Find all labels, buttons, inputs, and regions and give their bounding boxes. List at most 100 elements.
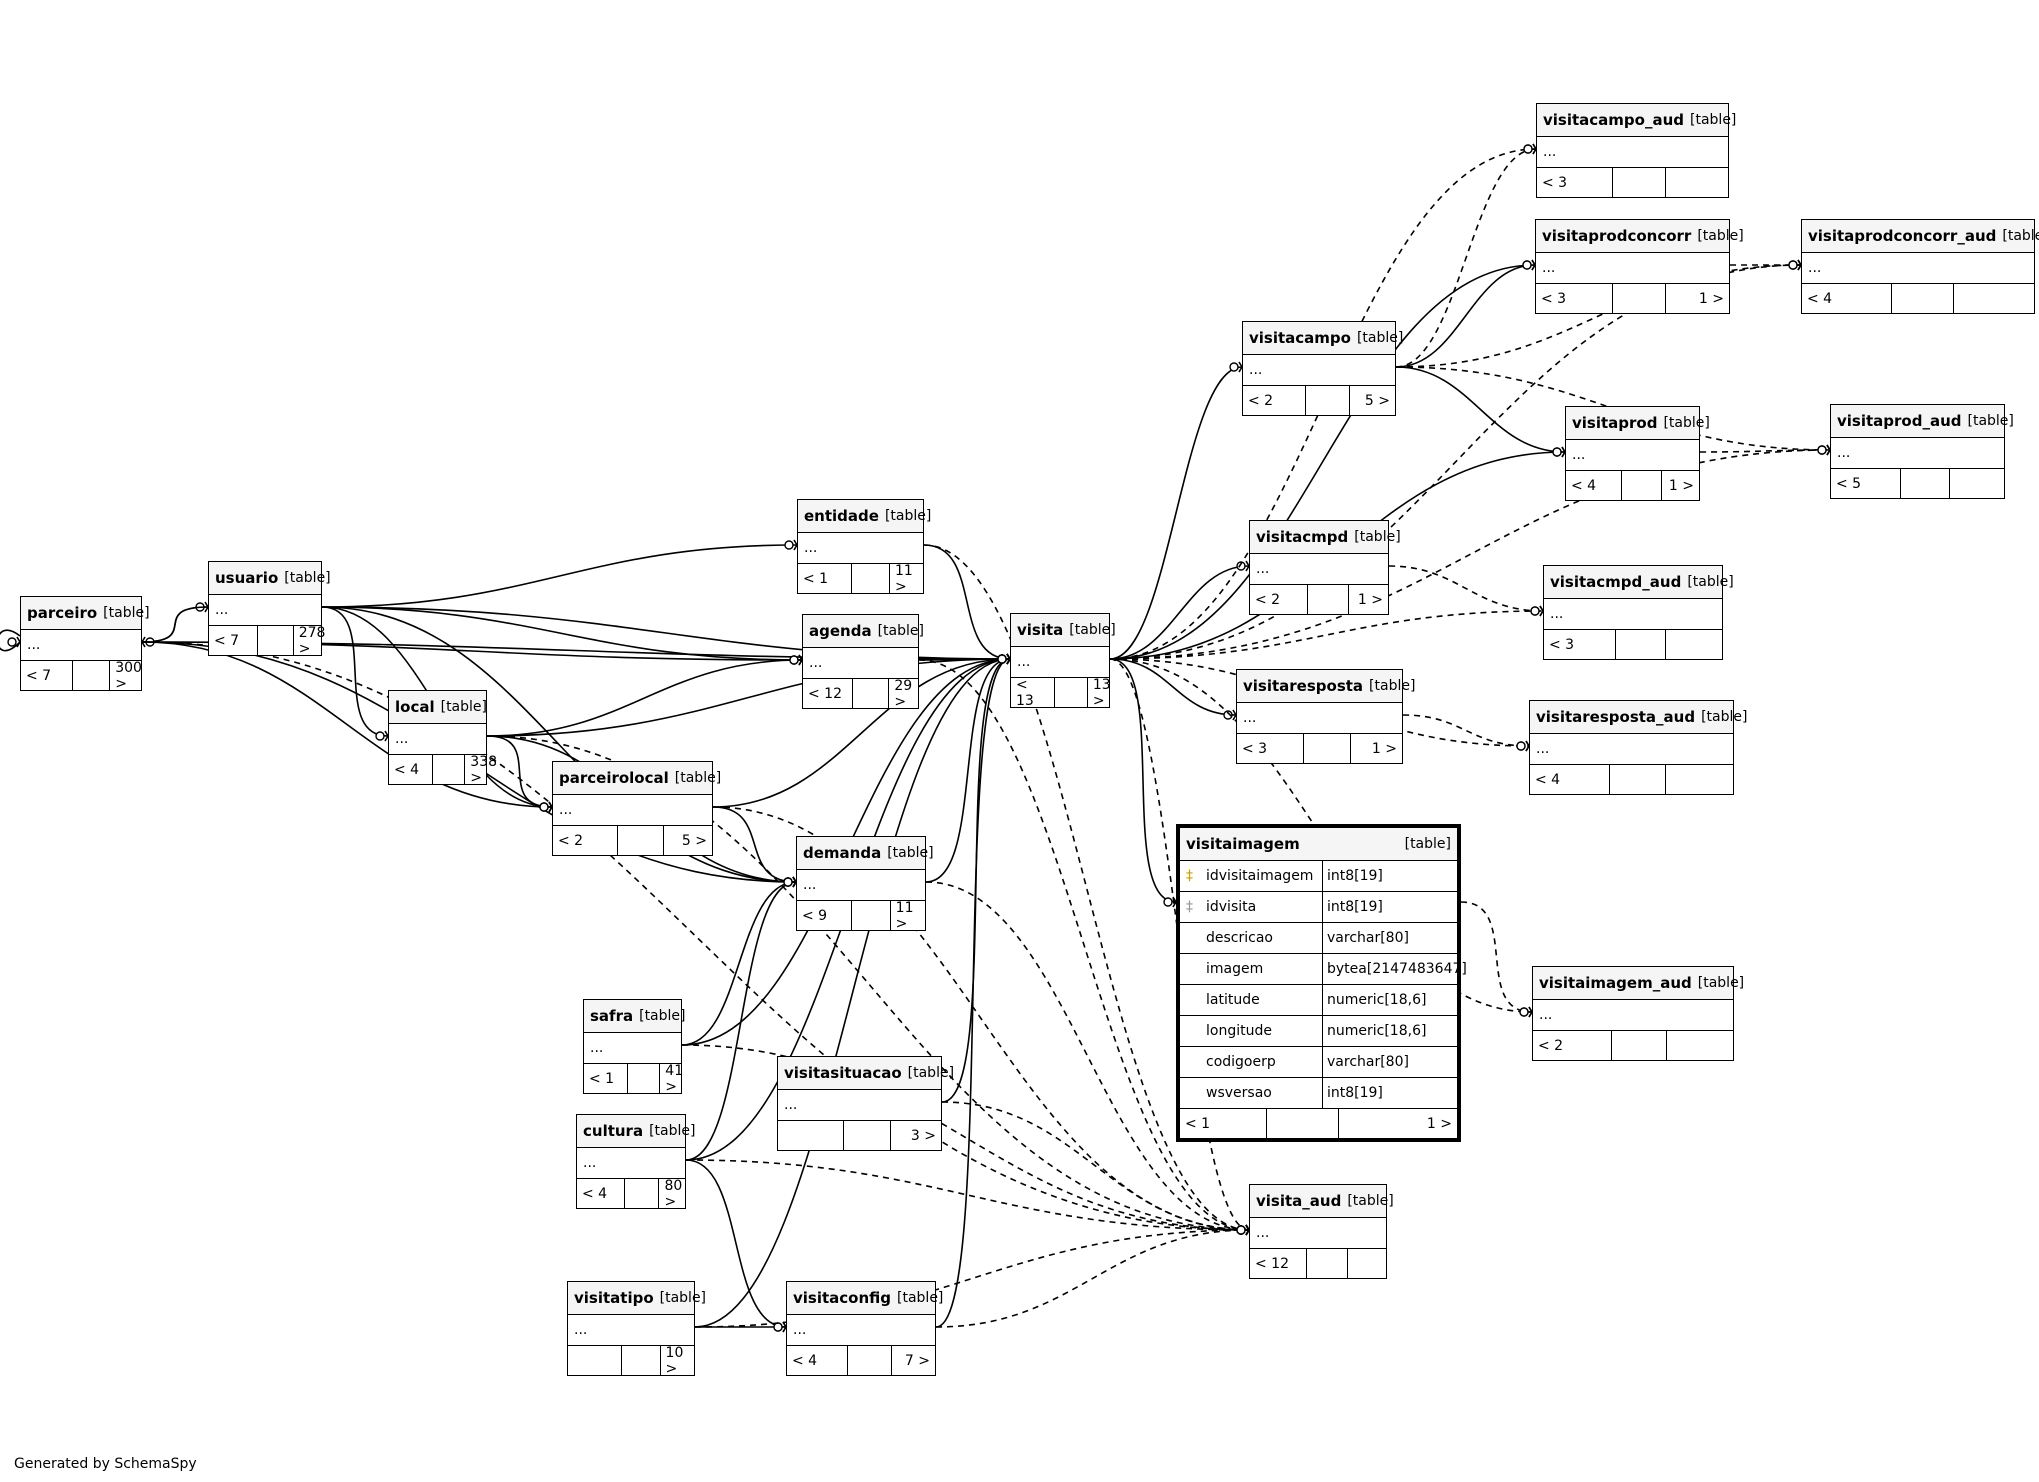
table-name[interactable]: visitaprod: [1572, 414, 1658, 432]
children-count[interactable]: 41 >: [665, 1062, 684, 1095]
table-name[interactable]: visitatipo: [574, 1289, 654, 1307]
collapsed-columns[interactable]: ...: [209, 595, 321, 626]
collapsed-columns[interactable]: ...: [1831, 438, 2004, 469]
collapsed-columns[interactable]: ...: [389, 724, 486, 755]
collapsed-columns[interactable]: ...: [787, 1315, 935, 1346]
table-visitaprod-aud[interactable]: visitaprod_aud[table]...< 5: [1830, 404, 2014, 499]
parents-count[interactable]: < 1: [798, 564, 852, 593]
table-name[interactable]: parceirolocal: [559, 769, 669, 787]
children-count[interactable]: 11 >: [895, 562, 913, 595]
children-count[interactable]: 5 >: [1364, 392, 1390, 409]
children-count[interactable]: [1666, 630, 1722, 659]
children-count[interactable]: 1 >: [1357, 591, 1383, 608]
collapsed-columns[interactable]: ...: [1250, 554, 1388, 585]
table-name[interactable]: visitacmpd: [1256, 528, 1349, 546]
parents-count[interactable]: < 3: [1544, 630, 1616, 659]
parents-count[interactable]: < 3: [1536, 284, 1613, 313]
parents-count[interactable]: [778, 1121, 845, 1150]
collapsed-columns[interactable]: ...: [1530, 734, 1733, 765]
table-name[interactable]: visitaresposta: [1243, 677, 1364, 695]
parents-count[interactable]: < 4: [389, 755, 433, 784]
children-count[interactable]: 278 >: [298, 624, 326, 657]
collapsed-columns[interactable]: ...: [1011, 647, 1109, 678]
children-count[interactable]: 29 >: [894, 677, 913, 710]
collapsed-columns[interactable]: ...: [1537, 137, 1728, 168]
collapsed-columns[interactable]: ...: [553, 795, 712, 826]
table-name[interactable]: local: [395, 698, 435, 716]
collapsed-columns[interactable]: ...: [1566, 440, 1699, 471]
parents-count[interactable]: [568, 1346, 622, 1375]
parents-count[interactable]: < 5: [1831, 469, 1901, 498]
table-visitacampo-aud[interactable]: visitacampo_aud[table]...< 3: [1536, 103, 1736, 198]
children-count[interactable]: 338 >: [470, 753, 498, 786]
children-count[interactable]: 1 >: [1426, 1115, 1452, 1132]
parents-count[interactable]: < 3: [1537, 168, 1613, 197]
collapsed-columns[interactable]: ...: [577, 1148, 685, 1179]
children-count[interactable]: [1950, 469, 2004, 498]
parents-count[interactable]: < 12: [1250, 1249, 1308, 1278]
parents-count[interactable]: < 1: [1180, 1109, 1267, 1138]
table-name[interactable]: visitaresposta_aud: [1536, 708, 1696, 726]
table-name[interactable]: safra: [590, 1007, 634, 1025]
table-name[interactable]: visitaprodconcorr: [1542, 227, 1692, 245]
children-count[interactable]: 7 >: [904, 1352, 930, 1369]
collapsed-columns[interactable]: ...: [778, 1090, 941, 1121]
children-count[interactable]: 1 >: [1668, 477, 1694, 494]
collapsed-columns[interactable]: ...: [797, 870, 925, 901]
parents-count[interactable]: < 2: [553, 826, 619, 855]
table-name[interactable]: visitacmpd_aud: [1550, 573, 1682, 591]
table-visitaimagem-aud[interactable]: visitaimagem_aud[table]...< 2: [1532, 966, 1744, 1061]
children-count[interactable]: 3 >: [910, 1127, 936, 1144]
parents-count[interactable]: < 4: [1802, 284, 1892, 313]
collapsed-columns[interactable]: ...: [1250, 1218, 1386, 1249]
table-name[interactable]: parceiro: [27, 604, 98, 622]
children-count[interactable]: [1667, 1031, 1733, 1060]
collapsed-columns[interactable]: ...: [1536, 253, 1729, 284]
table-name[interactable]: demanda: [803, 844, 882, 862]
table-name[interactable]: visitaprodconcorr_aud: [1808, 227, 1997, 245]
collapsed-columns[interactable]: ...: [1533, 1000, 1733, 1031]
children-count[interactable]: 1 >: [1371, 740, 1397, 757]
parents-count[interactable]: < 3: [1237, 734, 1305, 763]
parents-count[interactable]: < 4: [1566, 471, 1623, 500]
children-count[interactable]: 11 >: [895, 899, 914, 932]
collapsed-columns[interactable]: ...: [568, 1315, 694, 1346]
table-visitacmpd-aud[interactable]: visitacmpd_aud[table]...< 3: [1543, 565, 1734, 660]
table-name[interactable]: visita: [1017, 621, 1064, 639]
parents-count[interactable]: < 13: [1011, 677, 1056, 709]
children-count[interactable]: 10 >: [665, 1344, 684, 1377]
children-count[interactable]: [1954, 284, 2034, 313]
children-count[interactable]: 5 >: [681, 832, 707, 849]
collapsed-columns[interactable]: ...: [1243, 355, 1395, 386]
parents-count[interactable]: < 1: [584, 1064, 628, 1093]
parents-count[interactable]: < 2: [1533, 1031, 1612, 1060]
collapsed-columns[interactable]: ...: [1237, 703, 1402, 734]
children-count[interactable]: 1 >: [1698, 290, 1724, 307]
children-count[interactable]: 80 >: [664, 1177, 683, 1210]
parents-count[interactable]: < 2: [1243, 386, 1306, 415]
table-name[interactable]: visitacampo_aud: [1543, 111, 1685, 129]
table-name[interactable]: visitaimagem_aud: [1539, 974, 1692, 992]
collapsed-columns[interactable]: ...: [21, 630, 141, 661]
table-name[interactable]: visitacampo: [1249, 329, 1351, 347]
table-name[interactable]: visitasituacao: [784, 1064, 902, 1082]
